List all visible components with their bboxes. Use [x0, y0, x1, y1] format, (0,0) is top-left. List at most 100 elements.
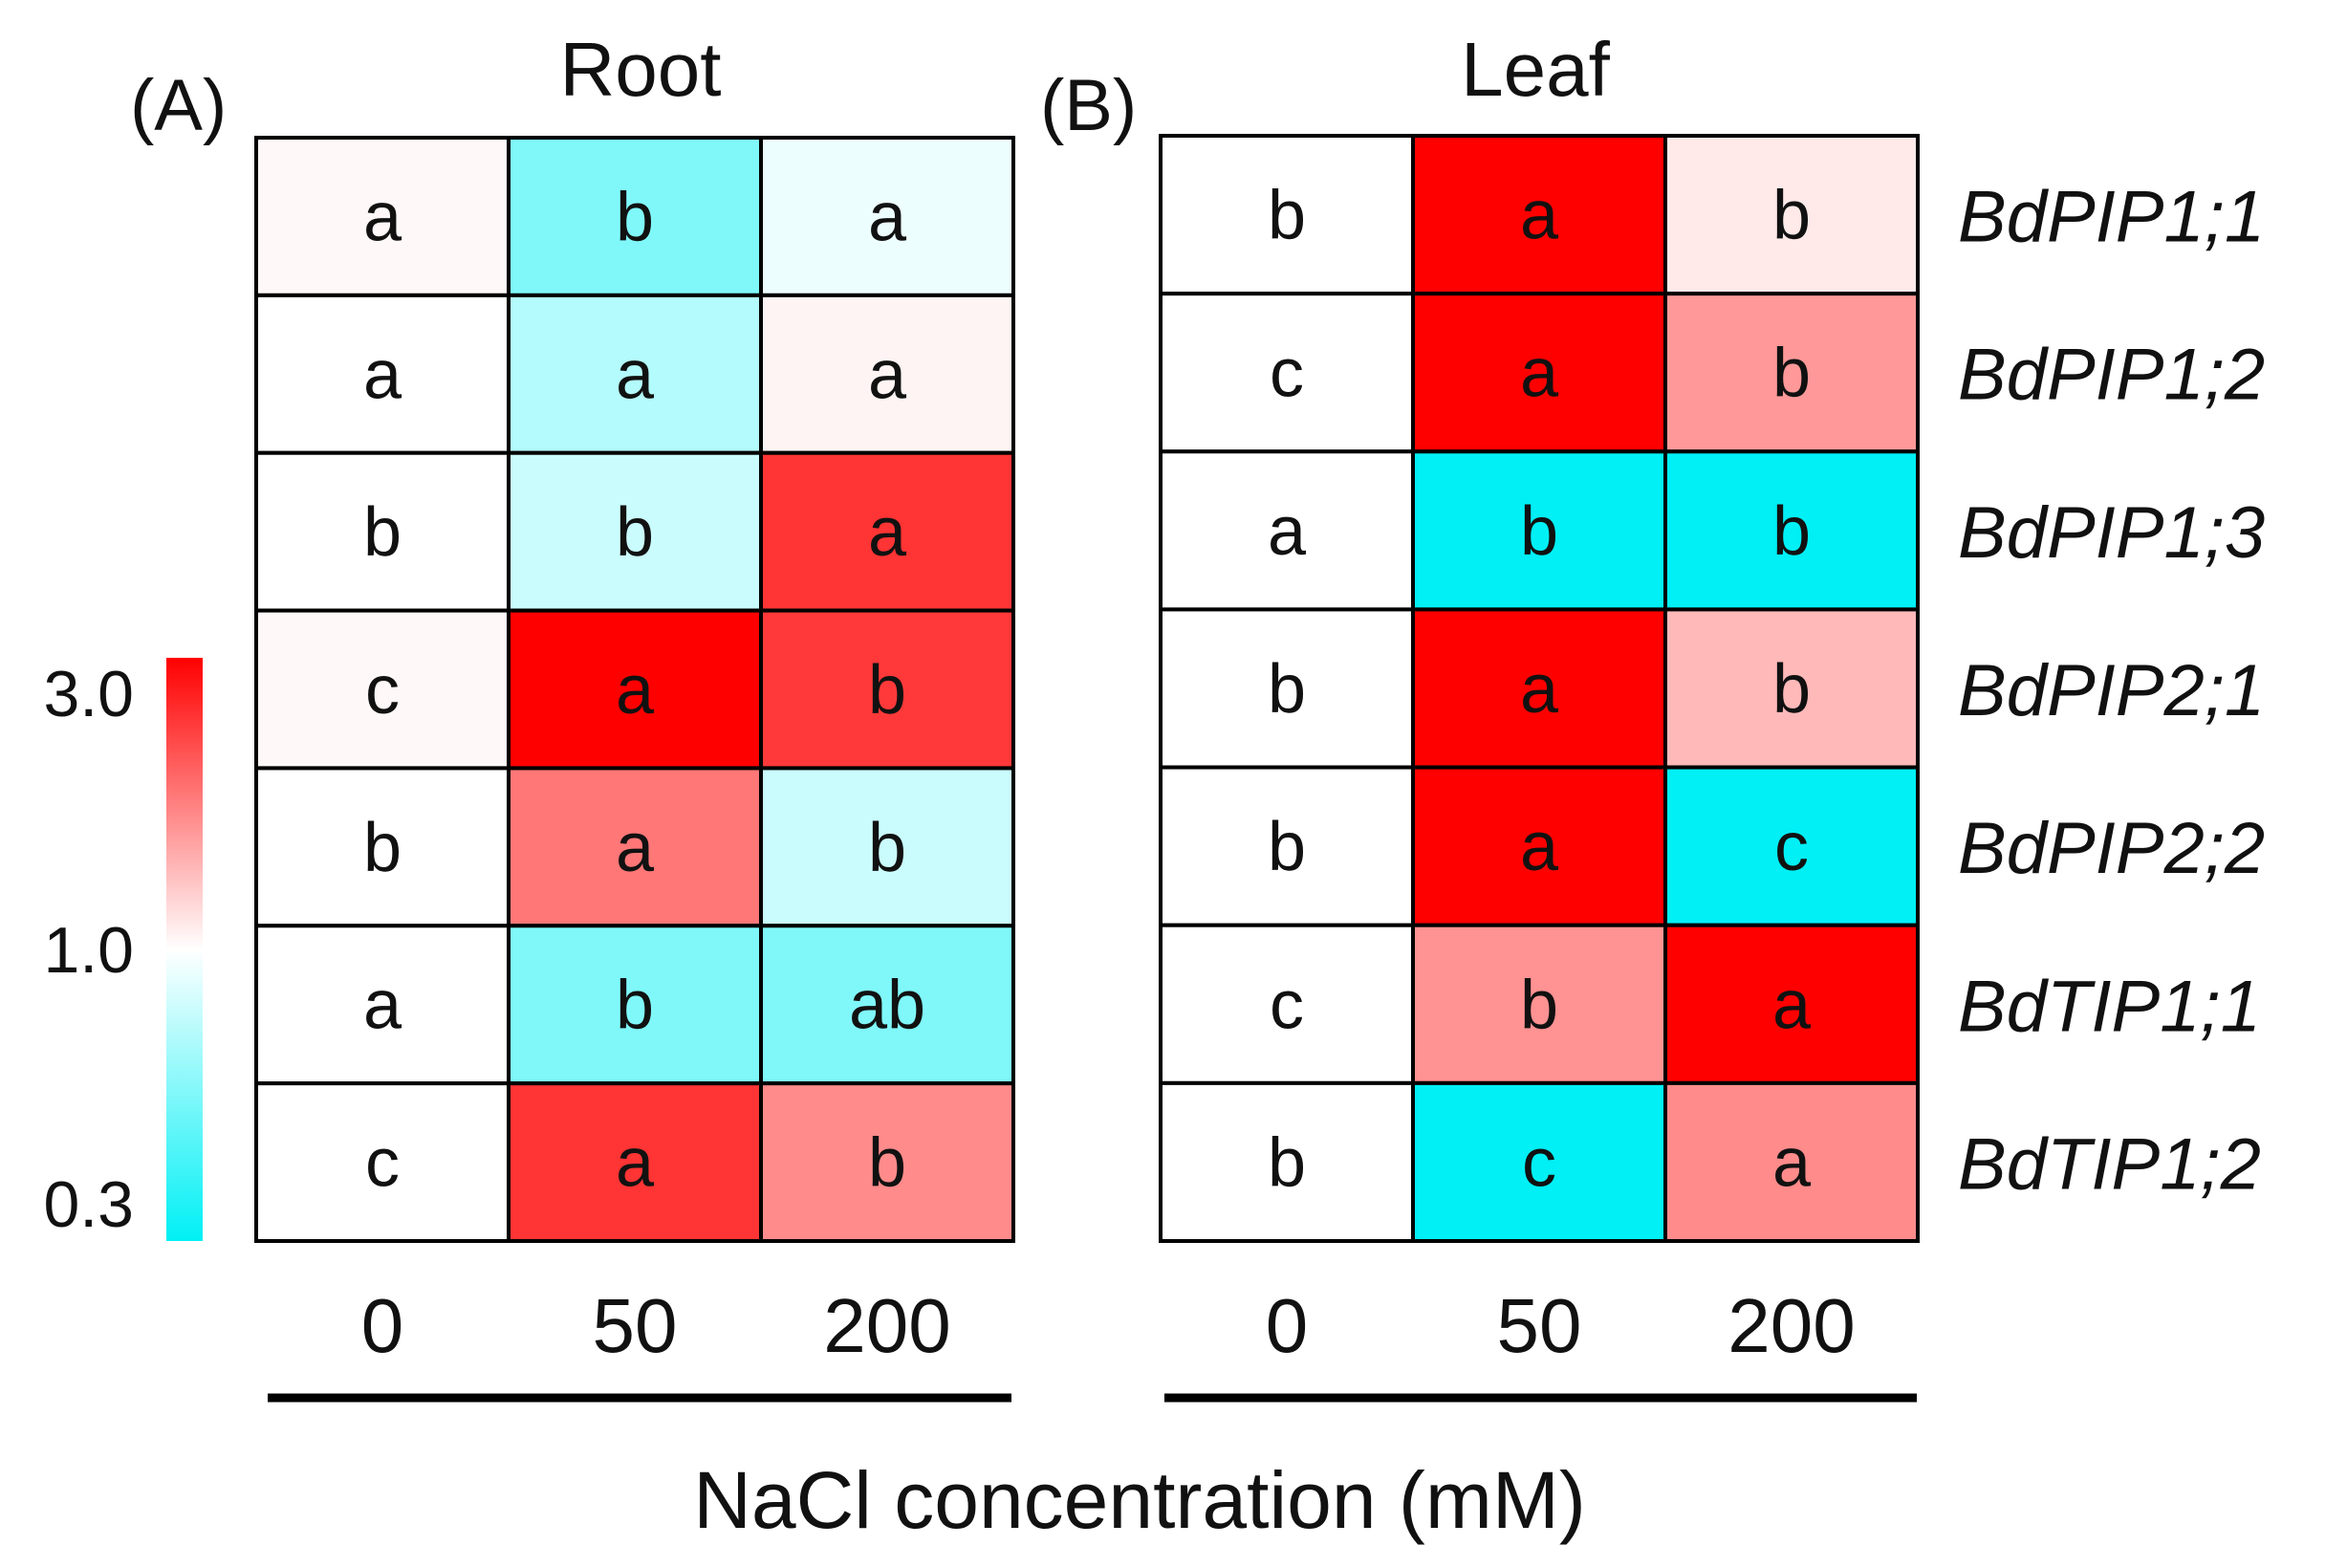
root-cell-letter-r4-c2: a: [616, 652, 655, 729]
leaf-cell-r5-c1: [1159, 765, 1415, 927]
gene-label-4: BdPIP2;1: [1958, 650, 2265, 731]
panel-leaf: (B) Leaf b a b c a b a b b b a b b a c c b a b c a 0 50 200: [1040, 27, 1920, 1403]
root-cell-letter-r3-c3: a: [868, 494, 907, 571]
root-cell-letter-r4-c1: c: [365, 652, 400, 729]
root-cell-letter-r1-c3: a: [868, 179, 907, 255]
root-cell-letter-r2-c3: a: [868, 337, 907, 413]
gene-label-3: BdPIP1;3: [1958, 492, 2265, 574]
root-cell-r4-c1: [254, 608, 511, 771]
gene-labels: BdPIP1;1BdPIP1;2BdPIP1;3BdPIP2;1BdPIP2;2…: [1958, 177, 2265, 1206]
leaf-cell-r3-c2: [1411, 449, 1667, 612]
root-cell-r6-c3: [759, 924, 1015, 1086]
leaf-cell-r3-c3: [1663, 449, 1920, 612]
root-cell-letter-r5-c1: b: [363, 810, 402, 886]
root-cell-r6-c2: [507, 924, 763, 1086]
leaf-cell-letter-r4-c3: b: [1772, 651, 1811, 728]
leaf-cell-r4-c2: [1411, 607, 1667, 770]
root-cell-letter-r2-c1: a: [363, 337, 402, 413]
root-cell-r2-c3: [759, 293, 1015, 455]
root-cell-letter-r7-c3: b: [868, 1125, 906, 1202]
leaf-cell-letter-r3-c2: b: [1520, 493, 1558, 570]
root-x-tick-2: 50: [593, 1283, 678, 1368]
panel-b-label: (B): [1040, 65, 1137, 146]
color-scale-tick-low: 0.3: [43, 1168, 134, 1241]
leaf-cell-letter-r4-c2: a: [1520, 651, 1559, 728]
panel-b-x-ticks: 0 50 200: [1266, 1283, 1856, 1368]
root-cell-letter-r4-c3: b: [868, 652, 906, 729]
root-cell-r6-c1: [254, 924, 511, 1086]
leaf-cell-r6-c3: [1663, 923, 1920, 1085]
leaf-cell-letter-r6-c3: a: [1772, 967, 1812, 1043]
leaf-cell-letter-r7-c1: b: [1268, 1124, 1306, 1201]
x-axis-title: NaCl concentration (mM): [693, 1455, 1586, 1545]
root-cell-letter-r5-c3: b: [868, 810, 906, 886]
root-cell-r5-c2: [507, 766, 763, 928]
leaf-cell-r6-c2: [1411, 923, 1667, 1085]
leaf-cell-letter-r1-c2: a: [1520, 178, 1559, 254]
color-scale-bar: [166, 658, 203, 1241]
root-cell-letter-r7-c2: a: [616, 1125, 655, 1202]
panel-a-label: (A): [130, 65, 227, 146]
root-cell-r1-c3: [759, 136, 1015, 297]
root-cell-r7-c1: [254, 1081, 511, 1243]
root-x-tick-1: 0: [361, 1283, 404, 1368]
leaf-cell-letter-r1-c1: b: [1268, 178, 1306, 254]
leaf-cell-letter-r2-c2: a: [1520, 336, 1559, 412]
leaf-cell-letter-r5-c1: b: [1268, 809, 1306, 885]
leaf-cell-r6-c1: [1159, 923, 1415, 1085]
gene-label-6: BdTIP1;1: [1958, 966, 2261, 1047]
root-cell-r1-c2: [507, 136, 763, 297]
color-scale: 3.0 1.0 0.3: [43, 658, 203, 1241]
leaf-cell-r4-c3: [1663, 607, 1920, 770]
root-cell-letter-r7-c1: c: [365, 1125, 400, 1202]
root-cell-letter-r3-c2: b: [616, 494, 654, 571]
root-cell-letter-r6-c1: a: [363, 968, 402, 1044]
leaf-cell-r5-c3: [1663, 765, 1920, 927]
root-cell-letter-r1-c2: b: [616, 179, 654, 255]
leaf-cell-letter-r7-c2: c: [1522, 1124, 1556, 1201]
leaf-cell-letter-r5-c3: c: [1774, 809, 1809, 885]
leaf-cell-r7-c1: [1159, 1080, 1415, 1244]
leaf-cell-letter-r1-c3: b: [1772, 178, 1811, 254]
gene-label-2: BdPIP1;2: [1958, 335, 2265, 416]
leaf-cell-r2-c2: [1411, 292, 1667, 454]
leaf-x-tick-3: 200: [1727, 1283, 1855, 1368]
root-cell-r3-c2: [507, 450, 763, 613]
leaf-cell-letter-r2-c3: b: [1772, 336, 1811, 412]
root-cell-letter-r6-c3: ab: [849, 968, 925, 1044]
root-cell-r4-c3: [759, 608, 1015, 771]
leaf-cell-letter-r6-c1: c: [1270, 967, 1304, 1043]
panel-b-cells: b a b c a b a b b b a b b a c c b a b c a: [1159, 134, 1920, 1244]
leaf-cell-letter-r4-c1: b: [1268, 651, 1306, 728]
color-scale-tick-high: 3.0: [43, 658, 134, 730]
root-cell-letter-r5-c2: a: [616, 810, 655, 886]
leaf-cell-letter-r7-c3: a: [1772, 1124, 1812, 1201]
leaf-cell-letter-r6-c2: b: [1520, 967, 1558, 1043]
panel-a-title: Root: [560, 27, 722, 112]
panel-a-x-ticks: 0 50 200: [361, 1283, 951, 1368]
leaf-cell-r7-c3: [1663, 1080, 1920, 1244]
root-cell-letter-r6-c2: b: [616, 968, 654, 1044]
color-scale-tick-mid: 1.0: [43, 914, 134, 987]
leaf-cell-letter-r3-c3: b: [1772, 493, 1811, 570]
gene-label-1: BdPIP1;1: [1958, 177, 2265, 258]
leaf-cell-r4-c1: [1159, 607, 1415, 770]
leaf-cell-letter-r5-c2: a: [1520, 809, 1559, 885]
leaf-x-tick-1: 0: [1266, 1283, 1309, 1368]
leaf-cell-r1-c3: [1663, 134, 1920, 296]
root-cell-r7-c2: [507, 1081, 763, 1243]
gene-label-7: BdTIP1;2: [1958, 1123, 2261, 1205]
leaf-x-tick-2: 50: [1497, 1283, 1582, 1368]
leaf-cell-letter-r2-c1: c: [1270, 336, 1304, 412]
root-x-tick-3: 200: [823, 1283, 950, 1368]
root-cell-r7-c3: [759, 1081, 1015, 1243]
leaf-cell-letter-r3-c1: a: [1268, 493, 1307, 570]
gene-label-5: BdPIP2;2: [1958, 808, 2265, 889]
root-cell-letter-r1-c1: a: [363, 179, 402, 255]
root-cell-letter-r3-c1: b: [363, 494, 402, 571]
panel-b-title: Leaf: [1461, 27, 1610, 112]
root-cell-letter-r2-c2: a: [616, 337, 655, 413]
